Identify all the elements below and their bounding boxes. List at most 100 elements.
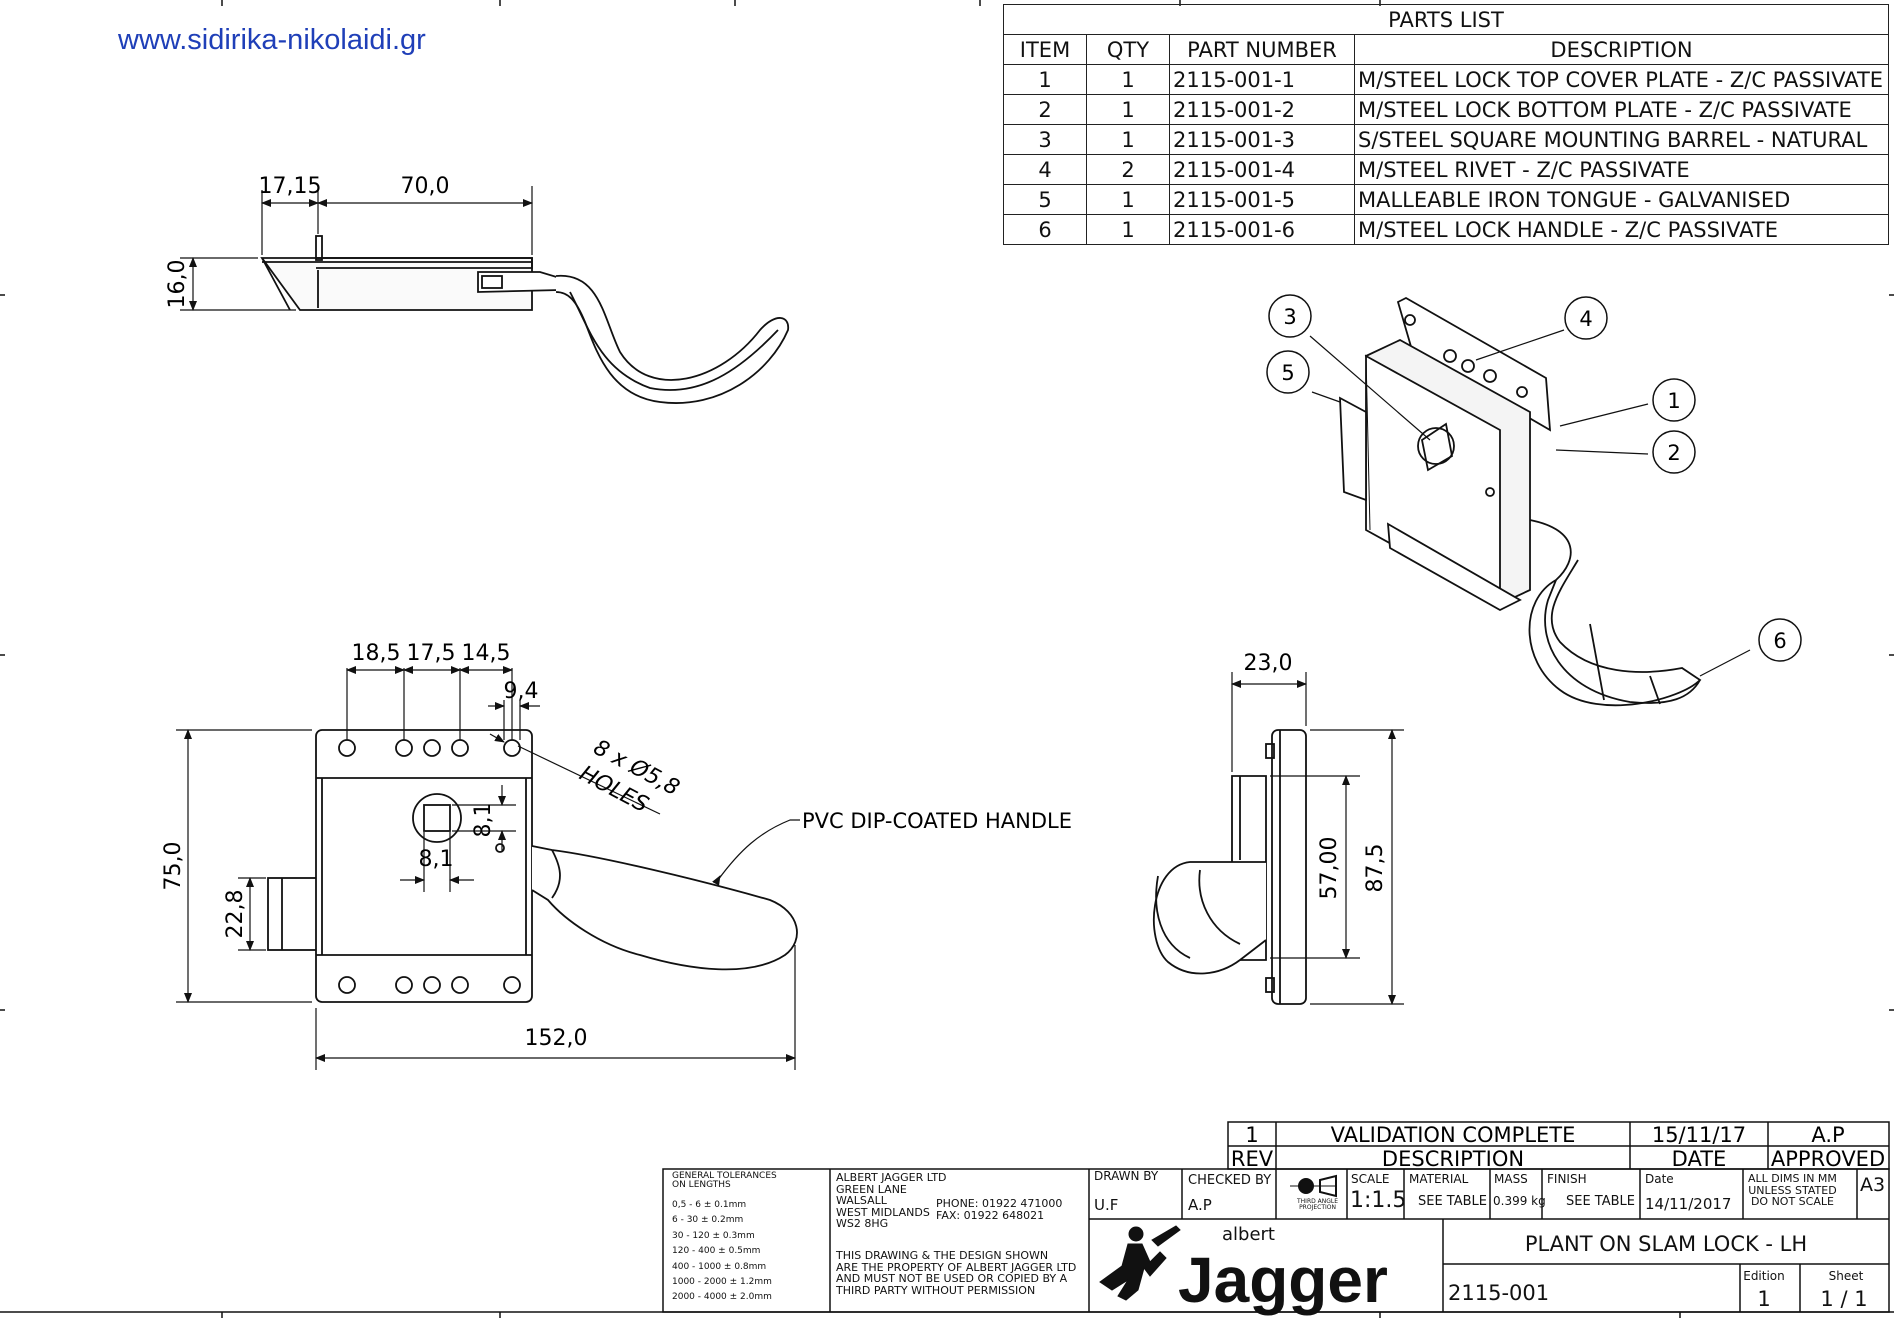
cell-qty: 2 xyxy=(1086,154,1170,185)
header-part-number: PART NUMBER xyxy=(1169,34,1355,65)
logo-big-text: Jagger xyxy=(1178,1244,1388,1316)
cell-item: 2 xyxy=(1003,94,1087,125)
parts-list-header-row: ITEM QTY PART NUMBER DESCRIPTION xyxy=(1003,34,1889,65)
rev-header-description: DESCRIPTION xyxy=(1382,1147,1524,1171)
parts-list-title-row: PARTS LIST xyxy=(1003,4,1889,35)
balloon-2: 2 xyxy=(1667,441,1680,465)
cell-description: M/STEEL LOCK BOTTOM PLATE - Z/C PASSIVAT… xyxy=(1354,94,1889,125)
cell-qty: 1 xyxy=(1086,64,1170,95)
company-fax: FAX: 01922 648021 xyxy=(936,1209,1045,1222)
company-line: WEST MIDLANDS xyxy=(836,1205,930,1219)
checked-by-label: CHECKED BY xyxy=(1188,1173,1272,1188)
cell-description: M/STEEL RIVET - Z/C PASSIVATE xyxy=(1354,154,1889,185)
rev-header-date: DATE xyxy=(1672,1147,1727,1171)
cell-part-number: 2115-001-3 xyxy=(1169,124,1355,155)
notice-line: THIS DRAWING & THE DESIGN SHOWN xyxy=(836,1249,1049,1262)
projection-label: THIRD ANGLE PROJECTION xyxy=(1297,1198,1339,1212)
sheet-label: Sheet xyxy=(1829,1269,1864,1283)
tolerance-line: 120 - 400 ± 0.5mm xyxy=(672,1246,761,1257)
table-row: 6 1 2115-001-6 M/STEEL LOCK HANDLE - Z/C… xyxy=(1003,214,1889,245)
header-item: ITEM xyxy=(1003,34,1087,65)
tolerances-block: GENERAL TOLERANCES ON LENGTHS 0,5 - 6 ± … xyxy=(672,1171,777,1302)
projection-line: PROJECTION xyxy=(1299,1204,1336,1212)
balloon-4: 4 xyxy=(1579,307,1592,331)
tolerance-line: 1000 - 2000 ± 1.2mm xyxy=(672,1277,772,1288)
dim-side-b: 87,5 xyxy=(1363,844,1388,893)
table-row: 3 1 2115-001-3 S/STEEL SQUARE MOUNTING B… xyxy=(1003,124,1889,155)
sheet-value: 1 / 1 xyxy=(1820,1287,1867,1311)
rev-date: 15/11/17 xyxy=(1652,1123,1746,1147)
cell-part-number: 2115-001-2 xyxy=(1169,94,1355,125)
dim-square-h: 8,1 xyxy=(471,803,496,838)
rev-header-rev: REV xyxy=(1231,1147,1274,1171)
cell-description: MALLEABLE IRON TONGUE - GALVANISED xyxy=(1354,184,1889,215)
cell-part-number: 2115-001-6 xyxy=(1169,214,1355,245)
dims-note-line: ALL DIMS IN MM xyxy=(1748,1172,1837,1185)
dim-top-h: 16,0 xyxy=(165,260,190,309)
finish-label: FINISH xyxy=(1547,1172,1587,1186)
rev-number: 1 xyxy=(1245,1123,1258,1147)
dims-note-line: UNLESS STATED xyxy=(1748,1183,1837,1197)
cell-qty: 1 xyxy=(1086,214,1170,245)
cell-item: 3 xyxy=(1003,124,1087,155)
cell-part-number: 2115-001-4 xyxy=(1169,154,1355,185)
tolerance-line: 2000 - 4000 ± 2.0mm xyxy=(672,1291,772,1302)
front-view-dimensions xyxy=(176,666,800,1070)
isometric-view xyxy=(1339,296,1702,707)
jagger-logo-icon xyxy=(1099,1225,1181,1301)
cell-description: M/STEEL LOCK HANDLE - Z/C PASSIVATE xyxy=(1354,214,1889,245)
cell-item: 5 xyxy=(1003,184,1087,215)
scale-value: 1:1.5 xyxy=(1350,1188,1407,1213)
dims-note: ALL DIMS IN MM UNLESS STATED DO NOT SCAL… xyxy=(1748,1173,1837,1208)
company-address: ALBERT JAGGER LTD GREEN LANE WALSALL WES… xyxy=(836,1172,947,1230)
cell-item: 4 xyxy=(1003,154,1087,185)
table-row: 5 1 2115-001-5 MALLEABLE IRON TONGUE - G… xyxy=(1003,184,1889,215)
dim-front-b: 17,5 xyxy=(407,641,456,666)
website-watermark[interactable]: www.sidirika-nikolaidi.gr xyxy=(118,24,426,56)
drawn-by-label: DRAWN BY xyxy=(1094,1169,1159,1183)
handle-note: PVC DIP-COATED HANDLE xyxy=(802,809,1072,833)
rev-description: VALIDATION COMPLETE xyxy=(1331,1123,1576,1147)
company-phone: PHONE: 01922 471000 xyxy=(936,1197,1063,1210)
title-block-frame xyxy=(662,1168,1890,1313)
front-view xyxy=(267,729,798,1003)
top-view-dimensions xyxy=(180,186,533,311)
dim-front-a: 18,5 xyxy=(352,641,401,666)
date-value: 14/11/2017 xyxy=(1645,1195,1732,1213)
notice-line: THIRD PARTY WITHOUT PERMISSION xyxy=(836,1283,1036,1297)
balloon-leaders xyxy=(1309,329,1751,677)
mass-label: MASS xyxy=(1494,1172,1528,1186)
notice-line: ARE THE PROPERTY OF ALBERT JAGGER LTD xyxy=(836,1260,1077,1274)
balloons xyxy=(1266,294,1802,662)
cell-item: 1 xyxy=(1003,64,1087,95)
cell-qty: 1 xyxy=(1086,94,1170,125)
dim-width: 152,0 xyxy=(525,1026,588,1051)
tolerance-line: 30 - 120 ± 0.3mm xyxy=(672,1230,755,1241)
edition-label: Edition xyxy=(1743,1269,1785,1283)
title-block-title: PLANT ON SLAM LOCK - LH xyxy=(1525,1232,1807,1256)
side-view-dimensions xyxy=(1231,672,1404,1005)
drawing-number: 2115-001 xyxy=(1448,1281,1549,1305)
dim-side-a: 57,00 xyxy=(1317,837,1342,900)
tolerance-line: 400 - 1000 ± 0.8mm xyxy=(672,1261,767,1272)
header-description: DESCRIPTION xyxy=(1354,34,1889,65)
date-label: Date xyxy=(1645,1172,1674,1186)
edition-value: 1 xyxy=(1757,1287,1770,1311)
cell-part-number: 2115-001-1 xyxy=(1169,64,1355,95)
scale-label: SCALE xyxy=(1351,1172,1390,1186)
dim-front-c: 14,5 xyxy=(462,641,511,666)
company-line: ALBERT JAGGER LTD xyxy=(836,1171,947,1184)
dim-tongue: 22,8 xyxy=(223,890,248,939)
top-view xyxy=(260,235,789,404)
material-value: SEE TABLE xyxy=(1418,1194,1488,1209)
third-angle-projection-icon xyxy=(1290,1174,1337,1198)
cell-qty: 1 xyxy=(1086,184,1170,215)
projection-line: THIRD ANGLE xyxy=(1297,1198,1339,1205)
dim-top-b: 70,0 xyxy=(401,174,450,199)
cell-item: 6 xyxy=(1003,214,1087,245)
logo-small-text: albert xyxy=(1222,1224,1275,1245)
balloon-5: 5 xyxy=(1281,361,1294,385)
side-view xyxy=(1152,729,1307,1005)
dim-side-w: 23,0 xyxy=(1244,651,1293,676)
